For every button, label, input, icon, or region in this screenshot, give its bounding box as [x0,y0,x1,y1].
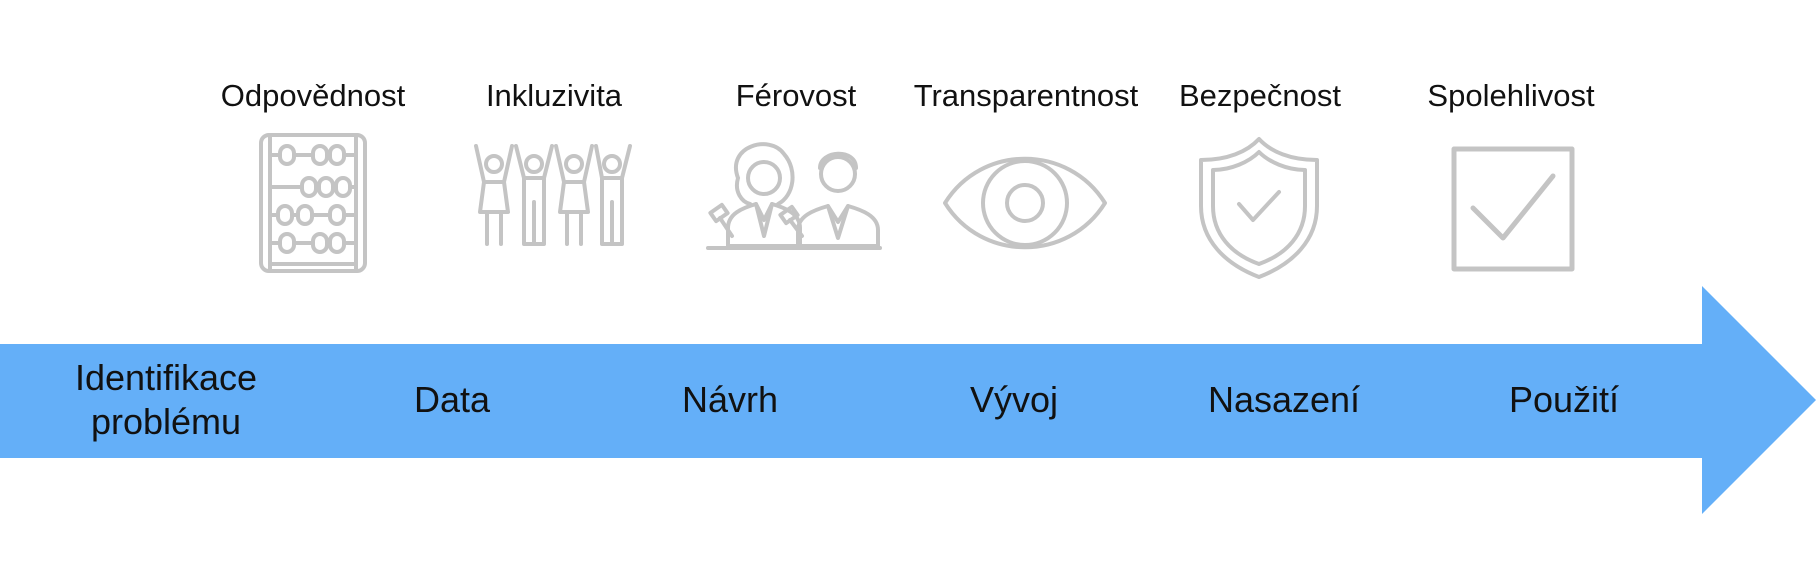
process-arrow-shape [0,286,1816,514]
principle-label-odpovednost: Odpovědnost [220,78,406,113]
stage-label-pouziti: Použití [1508,379,1620,420]
stage-label-identifikace-problemu: Identifikace problému [46,356,286,444]
stage-label-nasazeni: Nasazení [1207,379,1361,420]
stage-label-line-1: Identifikace [74,357,258,398]
principle-label-bezpecnost: Bezpečnost [1179,78,1341,113]
eye-icon [942,152,1108,254]
people-cheering-icon [472,142,632,252]
judges-icon [706,136,882,252]
stage-label-data: Data [413,379,491,420]
principle-label-transparentnost: Transparentnost [913,78,1139,113]
stage-label-line-2: problému [90,401,242,442]
shield-check-icon [1197,136,1321,280]
principle-label-inkluzivita: Inkluzivita [485,78,623,113]
stage-label-navrh: Návrh [681,379,779,420]
checkbox-checked-icon [1451,146,1575,272]
abacus-icon [258,132,368,274]
principle-label-ferovost: Férovost [735,78,857,113]
stage-label-vyvoj: Vývoj [969,379,1059,420]
principle-label-spolehlivost: Spolehlivost [1427,78,1595,113]
